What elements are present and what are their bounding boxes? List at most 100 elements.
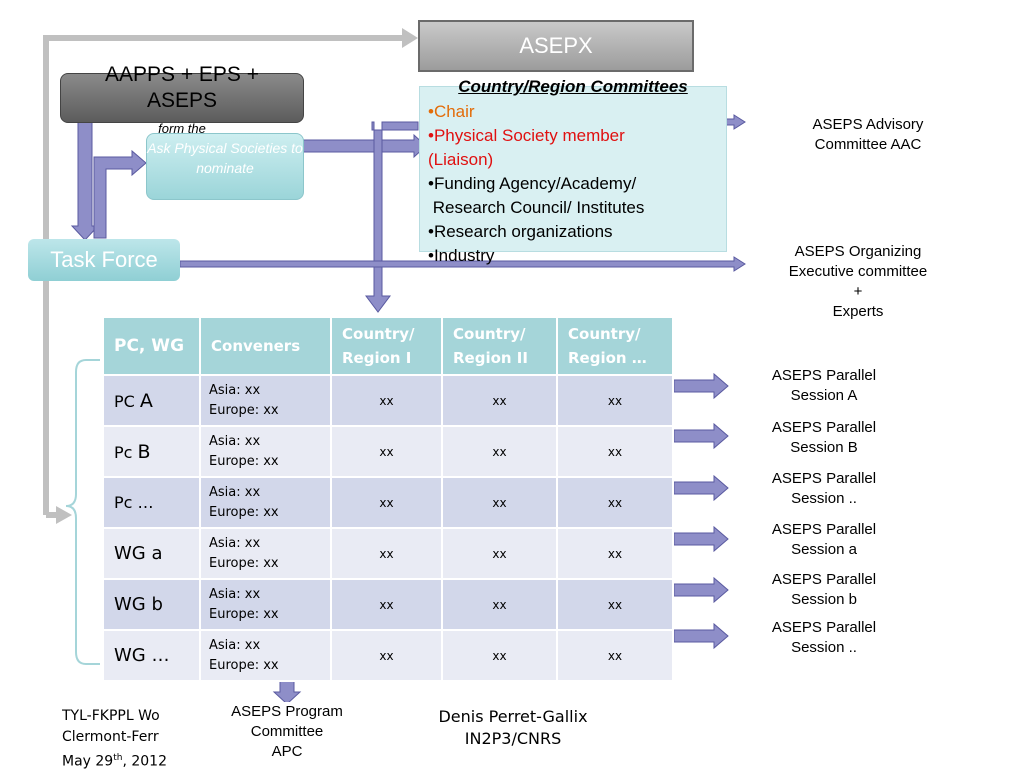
ask-physical-label: Ask Physical Societies to nominate [147, 140, 303, 176]
conveners-europe: Europe: xx [209, 657, 279, 673]
value-cell: xx [441, 527, 558, 580]
gray-flow-line [43, 35, 404, 515]
committee-item-council: Research Council/ Institutes [428, 198, 645, 217]
value-cell: xx [330, 374, 443, 427]
asepx-label: ASEPX [519, 33, 593, 58]
value-cell: xx [441, 629, 558, 682]
footer-event: TYL-FKPPL Wo Clermont-Ferr May 29th, 201… [62, 706, 212, 773]
organizing-label: ASEPS Organizing Executive committee + E… [768, 242, 948, 322]
conveners-asia: Asia: xx [209, 382, 261, 398]
conveners-cell: Asia: xx Europe: xx [199, 629, 332, 682]
value-cell: xx [441, 425, 558, 478]
value-cell: xx [330, 527, 443, 580]
aapps-title-line2: ASEPS [146, 89, 218, 112]
author-affiliation: IN2P3/CNRS [464, 729, 562, 748]
task-force-box: Task Force [28, 239, 180, 281]
conveners-asia: Asia: xx [209, 484, 261, 500]
conveners-cell: Asia: xx Europe: xx [199, 527, 332, 580]
footer-date-sup: th [113, 753, 123, 763]
gray-arrowhead-asepx [402, 28, 418, 48]
organizing-line1: ASEPS Organizing [794, 243, 922, 260]
value-cell: xx [441, 476, 558, 529]
value-cell: xx [556, 578, 674, 631]
row-label-big: A [139, 389, 153, 412]
row-label-text: WG b [114, 594, 163, 615]
arrow-to-organizing [179, 256, 746, 272]
session-arrow [673, 422, 729, 450]
session-arrow [673, 576, 729, 604]
value-cell: xx [556, 425, 674, 478]
value-cell: xx [330, 476, 443, 529]
session-label-line1: ASEPS Parallel [771, 521, 877, 538]
session-arrow [673, 372, 729, 400]
footer-year: , 2012 [122, 753, 167, 770]
form-the-label: form the [158, 121, 206, 136]
row-label: WG … [102, 629, 201, 682]
table-row: WG a Asia: xx Europe: xx xx xx xx [102, 527, 674, 580]
conveners-europe: Europe: xx [209, 402, 279, 418]
col-header: Country/ Region … [556, 316, 674, 376]
ask-physical-box: Ask Physical Societies to nominate [146, 133, 304, 200]
advisory-line1: ASEPS Advisory [812, 116, 924, 133]
asepx-box: ASEPX [418, 20, 694, 72]
value-cell: xx [441, 578, 558, 631]
value-cell: xx [330, 578, 443, 631]
session-label-line2: Session .. [791, 639, 857, 656]
committee-item-chair: •Chair [428, 102, 475, 121]
value-cell: xx [556, 527, 674, 580]
conveners-europe: Europe: xx [209, 555, 279, 571]
committees-box [419, 86, 727, 252]
author-name: Denis Perret-Gallix [438, 707, 588, 726]
col-header: Country/ Region I [330, 316, 443, 376]
committee-item-funding: •Funding Agency/Academy/ [428, 174, 637, 193]
value-cell: xx [441, 374, 558, 427]
conveners-asia: Asia: xx [209, 637, 261, 653]
committee-item-society: •Physical Society member [428, 126, 625, 145]
row-label: Pc … [102, 476, 201, 529]
session-arrows [673, 372, 729, 650]
conveners-europe: Europe: xx [209, 453, 279, 469]
committees-title: Country/Region Committees [458, 77, 688, 96]
program-line1: ASEPS Program [231, 703, 343, 720]
session-label-line2: Session b [791, 591, 857, 608]
session-label-line2: Session .. [791, 490, 857, 507]
aapps-title: AAPPS + EPS + ASEPS [60, 62, 304, 114]
arrow-taskforce-to-ask [93, 149, 147, 239]
gray-arrowhead-table [56, 506, 72, 524]
committee-item-industry: •Industry [428, 246, 495, 265]
row-label-text: PC [114, 391, 140, 411]
session-label-line1: ASEPS Parallel [771, 367, 877, 384]
value-cell: xx [556, 374, 674, 427]
organizing-line4: Experts [832, 303, 884, 320]
arrow-aapps-to-taskforce [70, 121, 100, 241]
conveners-asia: Asia: xx [209, 535, 261, 551]
row-label: WG b [102, 578, 201, 631]
conveners-cell: Asia: xx Europe: xx [199, 374, 332, 427]
conveners-asia: Asia: xx [209, 586, 261, 602]
col-header: Country/ Region II [441, 316, 558, 376]
row-label-text: Pc [114, 442, 138, 462]
session-label-line2: Session a [791, 541, 857, 558]
committee-item-research: •Research organizations [428, 222, 613, 241]
row-label-text: Pc … [114, 493, 154, 512]
footer-date: May 29 [62, 753, 114, 770]
session-label-line1: ASEPS Parallel [771, 619, 877, 636]
session-label-line1: ASEPS Parallel [771, 419, 877, 436]
row-label: PC A [102, 374, 201, 427]
session-label-line1: ASEPS Parallel [771, 571, 877, 588]
aapps-title-line1: AAPPS + EPS + [104, 63, 260, 86]
program-line2: Committee [250, 723, 324, 740]
footer-event-line2: Clermont-Ferr [62, 729, 159, 745]
row-label-text: WG a [114, 543, 163, 564]
table-brace [65, 359, 100, 665]
